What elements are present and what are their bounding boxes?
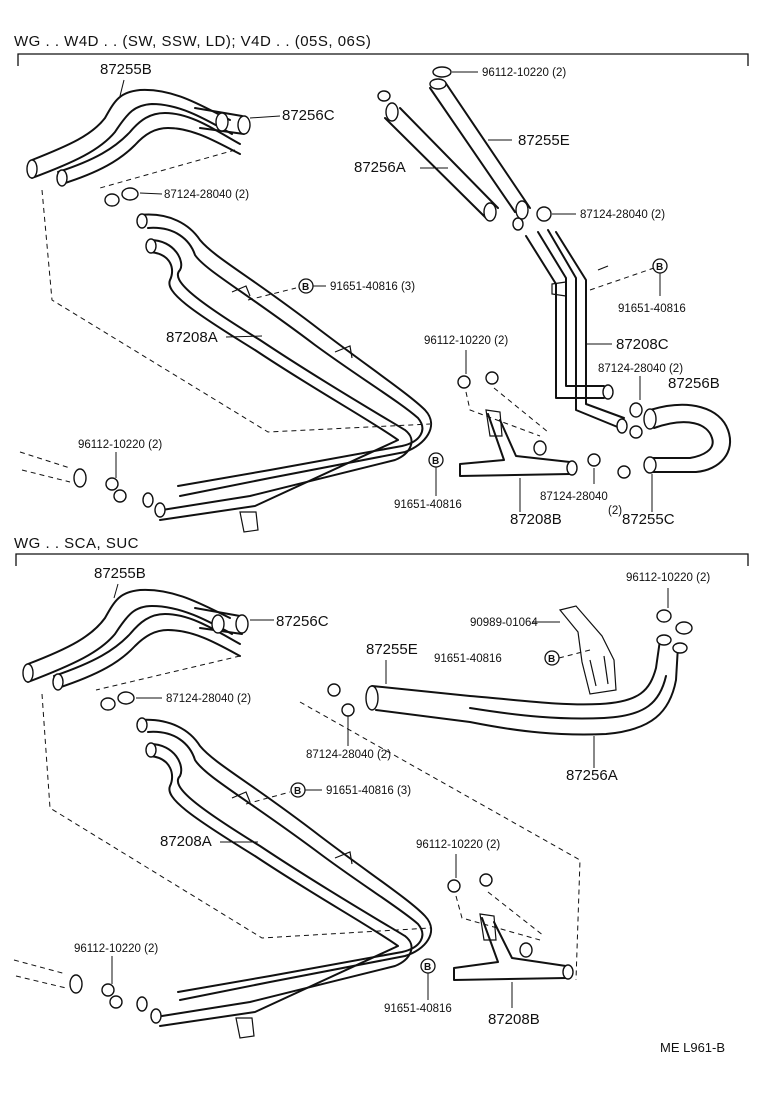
label-91651-right: 91651-40816 [618,303,686,315]
label-96112-left: 96112-10220 (2) [78,439,162,451]
b-badge-mid-2: B [294,786,301,797]
label-96112-left-2: 96112-10220 (2) [74,943,158,955]
label-91651-low-2: 91651-40816 [384,1003,452,1015]
label-96112-mid-2: 96112-10220 (2) [416,839,500,851]
figure-code: ME L961-B [660,1040,725,1055]
label-91651-right-2: 91651-40816 [434,653,502,665]
label-87256A-2: 87256A [566,767,618,784]
label-91651-mid-2: 91651-40816 (3) [326,785,411,797]
label-87255B: 87255B [100,61,152,78]
section-lower: WG . . SCA, SUC 87255B 87256C 87124-2804… [13,535,749,1039]
hose-87255E-87256A [384,78,531,222]
b-badge-low: B [432,456,439,467]
label-87255E: 87255E [518,132,570,149]
label-87256C: 87256C [282,107,335,124]
label-91651-mid: 91651-40816 (3) [330,281,415,293]
hose-87255E-87256A-2 [365,634,688,736]
label-87255E-2: 87255E [366,641,418,658]
label-87255C: 87255C [622,511,675,528]
label-87255B-2: 87255B [94,565,146,582]
section-1-bracket [17,53,749,66]
label-87124-r2: 87124-28040 (2) [598,363,683,375]
label-87208B: 87208B [510,511,562,528]
b-badge-low-2: B [424,962,431,973]
section-1-header: WG . . W4D . . (SW, SSW, LD); V4D . . (0… [14,33,371,50]
pipe-87208A [136,213,432,533]
hose-87256C-2 [194,607,249,635]
label-87124-mid-2: 87124-28040 (2) [306,749,391,761]
label-87256B: 87256B [668,375,720,392]
hose-87255B-2 [22,588,241,691]
label-87124-left-2: 87124-28040 (2) [166,693,251,705]
label-96112-top: 96112-10220 (2) [482,67,566,79]
label-91651-low: 91651-40816 [394,499,462,511]
pipe-87208A-2 [136,717,432,1039]
label-96112-top-2: 96112-10220 (2) [626,572,710,584]
section-2-header: WG . . SCA, SUC [14,535,139,552]
label-87208A-2: 87208A [160,833,212,850]
b-badge-right-2: B [548,654,555,665]
label-87208A: 87208A [166,329,218,346]
hose-87256C [194,107,251,135]
bracket-90989 [558,605,617,695]
b-badge-mid: B [302,282,309,293]
section-upper: WG . . W4D . . (SW, SSW, LD); V4D . . (0… [14,33,749,533]
b-badge-right: B [656,262,663,273]
pipe-87208B-2 [453,913,574,981]
pipe-87208C [525,229,628,434]
label-87124-right: 87124-28040 (2) [580,209,665,221]
label-96112-mid: 96112-10220 (2) [424,335,508,347]
section-2-bracket [15,553,749,566]
hose-87256B [643,403,731,474]
label-87256A: 87256A [354,159,406,176]
clamp-87124-left [104,187,139,207]
hose-87255B [26,88,241,187]
label-87124-low-qty: (2) [608,505,622,517]
label-87208C: 87208C [616,336,669,353]
label-87256C-2: 87256C [276,613,329,630]
label-87124-low: 87124-28040 [540,491,608,503]
label-87124-left: 87124-28040 (2) [164,189,249,201]
label-90989: 90989-01064 [470,617,538,629]
pipe-87208B [459,409,578,477]
label-87208B-2: 87208B [488,1011,540,1028]
